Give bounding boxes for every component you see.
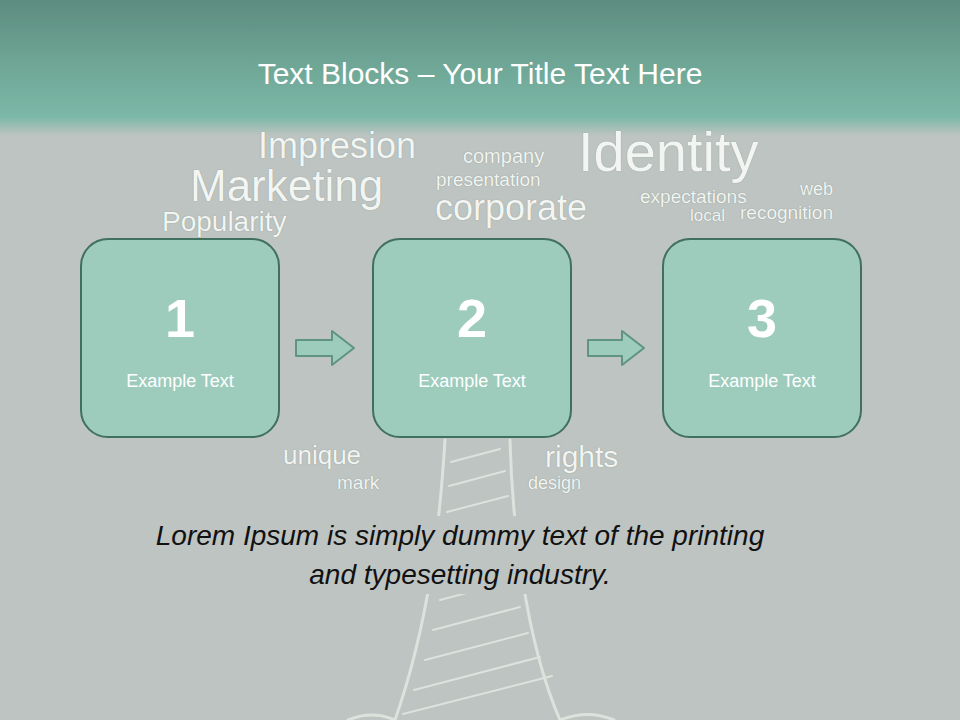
watermark-word: local — [690, 207, 725, 224]
step-number: 2 — [457, 290, 487, 346]
watermark-word: web — [800, 180, 833, 198]
step-number: 1 — [165, 290, 195, 346]
watermark-word: Identity — [578, 124, 759, 180]
tree-root — [348, 715, 395, 720]
watermark-word: expectations — [640, 187, 747, 206]
watermark-word: unique — [283, 442, 361, 468]
step-number: 3 — [747, 290, 777, 346]
step-box: 2Example Text — [372, 238, 572, 438]
watermark-word: presentation — [436, 170, 541, 189]
trunk-hatch — [403, 676, 552, 714]
trunk-hatch — [433, 607, 520, 630]
watermark-word: company — [463, 146, 544, 166]
watermark-word: mark — [337, 473, 379, 492]
trunk-hatch — [449, 471, 505, 486]
watermark-word: Impresion — [258, 128, 416, 164]
step-text: Example Text — [708, 370, 816, 392]
watermark-word: recognition — [740, 203, 833, 222]
step-text: Example Text — [418, 370, 526, 392]
tree-root — [560, 715, 614, 720]
block-arrow — [588, 331, 644, 365]
trunk-hatch — [451, 449, 500, 462]
watermark-word: corporate — [435, 190, 587, 226]
trunk-hatch — [425, 633, 528, 660]
block-arrow — [296, 331, 354, 365]
slide-caption: Lorem Ipsum is simply dummy text of the … — [140, 516, 780, 594]
watermark-word: design — [528, 474, 581, 492]
step-text: Example Text — [126, 370, 234, 392]
trunk-hatch — [447, 496, 508, 512]
step-box: 3Example Text — [662, 238, 862, 438]
watermark-word: Marketing — [190, 164, 383, 208]
watermark-word: Popularity — [162, 208, 287, 236]
watermark-word: rights — [545, 442, 618, 472]
slide-title: Text Blocks – Your Title Text Here — [0, 54, 960, 94]
trunk-hatch — [414, 657, 540, 690]
step-box: 1Example Text — [80, 238, 280, 438]
